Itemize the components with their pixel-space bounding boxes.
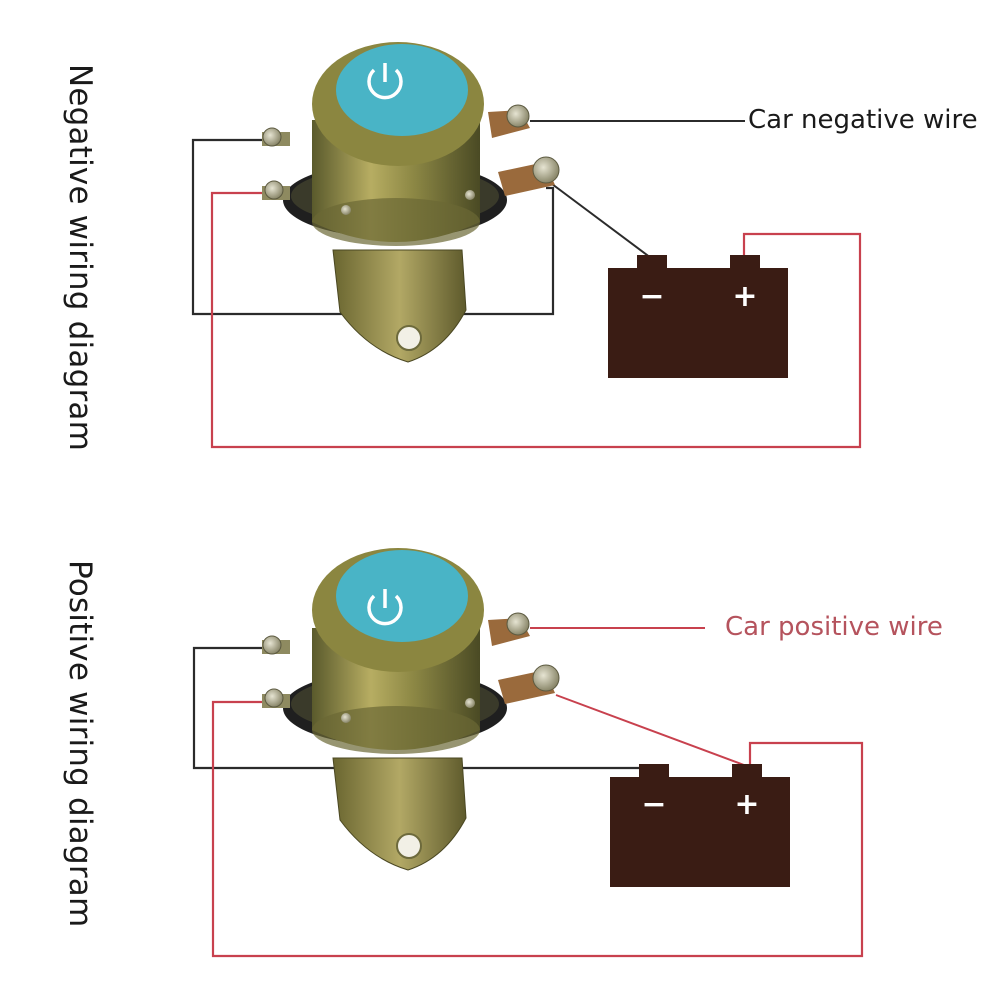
positive-wiring-panel: Positive wiring diagram bbox=[0, 500, 1000, 1000]
power-icon bbox=[367, 63, 403, 100]
battery-negative-symbol: − bbox=[641, 787, 666, 822]
left-terminal-bottom bbox=[262, 180, 290, 200]
positive-wiring-diagram: − + bbox=[192, 548, 864, 958]
relay-icon bbox=[262, 42, 560, 363]
battery-positive-symbol: + bbox=[734, 787, 759, 822]
battery-negative-symbol: − bbox=[639, 279, 664, 314]
red-wire-loop bbox=[211, 700, 864, 958]
battery-icon: − + bbox=[608, 255, 788, 378]
relay-icon bbox=[262, 548, 560, 871]
negative-wiring-diagram: − + bbox=[191, 42, 862, 449]
right-terminal-top bbox=[488, 612, 530, 646]
negative-wiring-panel: Negative wiring diagram bbox=[62, 42, 978, 451]
red-wire-to-battery bbox=[555, 694, 745, 766]
right-terminal-bottom bbox=[498, 156, 560, 196]
red-wire-loop bbox=[210, 191, 862, 449]
right-terminal-top bbox=[488, 104, 530, 138]
power-icon bbox=[367, 589, 403, 626]
car-positive-wire-label: Car positive wire bbox=[725, 612, 943, 642]
left-terminal-top bbox=[262, 635, 290, 655]
black-wire-to-battery bbox=[551, 183, 652, 259]
battery-icon: − + bbox=[610, 764, 790, 887]
left-terminal-top bbox=[262, 127, 290, 147]
right-terminal-bottom bbox=[498, 664, 560, 704]
battery-positive-symbol: + bbox=[732, 279, 757, 314]
left-terminal-bottom bbox=[262, 688, 290, 708]
car-negative-wire-label: Car negative wire bbox=[748, 105, 978, 135]
